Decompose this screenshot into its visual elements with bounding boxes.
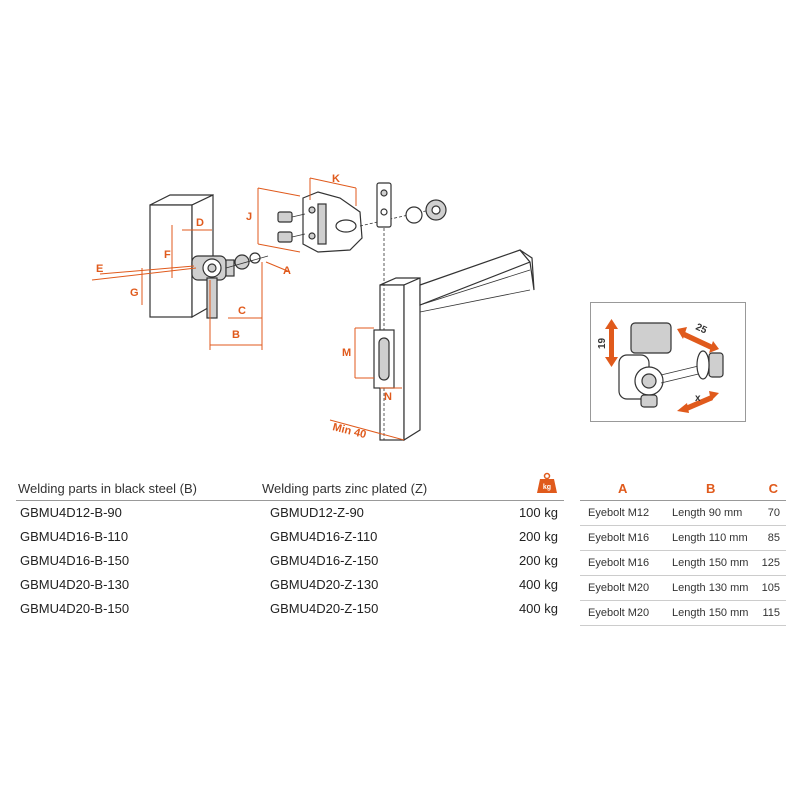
welding-table-header: Welding parts in black steel (B) Welding… [16,472,564,501]
inset-dim-25: 25 [694,322,709,337]
load-capacity: 400 kg [518,601,558,616]
eyebolt-length: Length 150 mm [672,607,749,619]
dimension-c: 70 [767,507,780,519]
spec-table-header: A B C [580,478,786,501]
black-part-code: GBMU4D12-B-90 [20,505,122,520]
weight-icon: kg [537,472,557,493]
table-row: Eyebolt M16 Length 110 mm 85 [580,526,786,551]
table-row: GBMU4D20-B-150 GBMU4D20-Z-150 400 kg [16,597,564,621]
zinc-part-code: GBMU4D16-Z-150 [270,553,379,568]
table-row: Eyebolt M16 Length 150 mm 125 [580,551,786,576]
left-dimensions [91,225,291,350]
eyebolt-size: Eyebolt M16 [588,557,650,569]
header-c: C [768,481,778,496]
header-black-steel: Welding parts in black steel (B) [18,481,197,496]
black-part-code: GBMU4D20-B-130 [20,577,130,592]
header-zinc-plated: Welding parts zinc plated (Z) [262,481,428,496]
eyebolt-size: Eyebolt M20 [588,582,650,594]
inset-dim-x: x [695,393,701,404]
eyebolt-detail-inset: 19 25 x [590,302,746,422]
dimension-c: 125 [761,557,780,569]
zinc-part-code: GBMUD12-Z-90 [270,505,364,520]
dim-label-b: B [232,329,240,341]
dim-label-d: D [196,217,204,229]
dim-label-e: E [96,263,103,275]
header-a: A [618,481,628,496]
load-capacity: 200 kg [518,529,558,544]
washer [405,206,423,224]
load-capacity: 200 kg [518,553,558,568]
black-part-code: GBMU4D16-B-150 [20,553,130,568]
zinc-part-code: GBMU4D20-Z-150 [270,601,379,616]
zinc-part-code: GBMU4D20-Z-130 [270,577,379,592]
dim-label-f: F [164,249,171,261]
black-part-code: GBMU4D20-B-150 [20,601,130,616]
eyebolt-length: Length 110 mm [672,532,748,544]
table-row: Eyebolt M20 Length 130 mm 105 [580,576,786,601]
dimension-c: 85 [767,532,780,544]
black-part-code: GBMU4D16-B-110 [20,529,129,544]
welding-parts-table: Welding parts in black steel (B) Welding… [16,472,564,621]
table-row: Eyebolt M20 Length 150 mm 115 [580,601,786,626]
table-row: GBMU4D20-B-130 GBMU4D20-Z-130 400 kg [16,573,564,597]
eyebolt-length: Length 130 mm [672,582,749,594]
gate-bracket [277,191,431,253]
dim-label-g: G [130,287,139,299]
eyebolt-length: Length 90 mm [672,507,743,519]
frame-dimensions [329,327,405,441]
eyebolt-size: Eyebolt M20 [588,607,650,619]
dim-label-n: N [384,391,392,403]
load-capacity: 100 kg [518,505,558,520]
inset-dim-19: 19 [597,337,608,349]
dimension-c: 115 [762,607,780,619]
dim-label-j: J [246,211,252,223]
table-row: Eyebolt M12 Length 90 mm 70 [580,501,786,526]
header-b: B [706,481,716,496]
eyebolt-length: Length 150 mm [672,557,749,569]
zinc-part-code: GBMU4D16-Z-110 [270,529,378,544]
weight-icon-text: kg [543,484,551,491]
gate-frame [373,228,535,442]
eyebolt-size: Eyebolt M12 [588,507,650,519]
load-capacity: 400 kg [518,577,558,592]
hinge-eyebolt [191,252,269,319]
table-row: GBMU4D16-B-110 GBMU4D16-Z-110 200 kg [16,525,564,549]
dim-label-m: M [342,347,351,359]
bracket-dimensions [257,177,357,253]
dimension-c: 105 [761,582,780,594]
eyebolt-size: Eyebolt M16 [588,532,650,544]
dim-label-a: A [283,265,291,277]
inset-dimension-arrows [605,319,719,413]
table-row: GBMU4D12-B-90 GBMUD12-Z-90 100 kg [16,501,564,525]
weld-plate [376,182,392,228]
table-row: GBMU4D16-B-150 GBMU4D16-Z-150 200 kg [16,549,564,573]
eyebolt-spec-table: A B C Eyebolt M12 Length 90 mm 70 Eyebol… [580,478,786,626]
inset-hinge [618,322,724,408]
dim-label-k: K [332,173,340,185]
dim-label-min40: Min 40 [331,421,367,441]
dim-label-c: C [238,305,246,317]
